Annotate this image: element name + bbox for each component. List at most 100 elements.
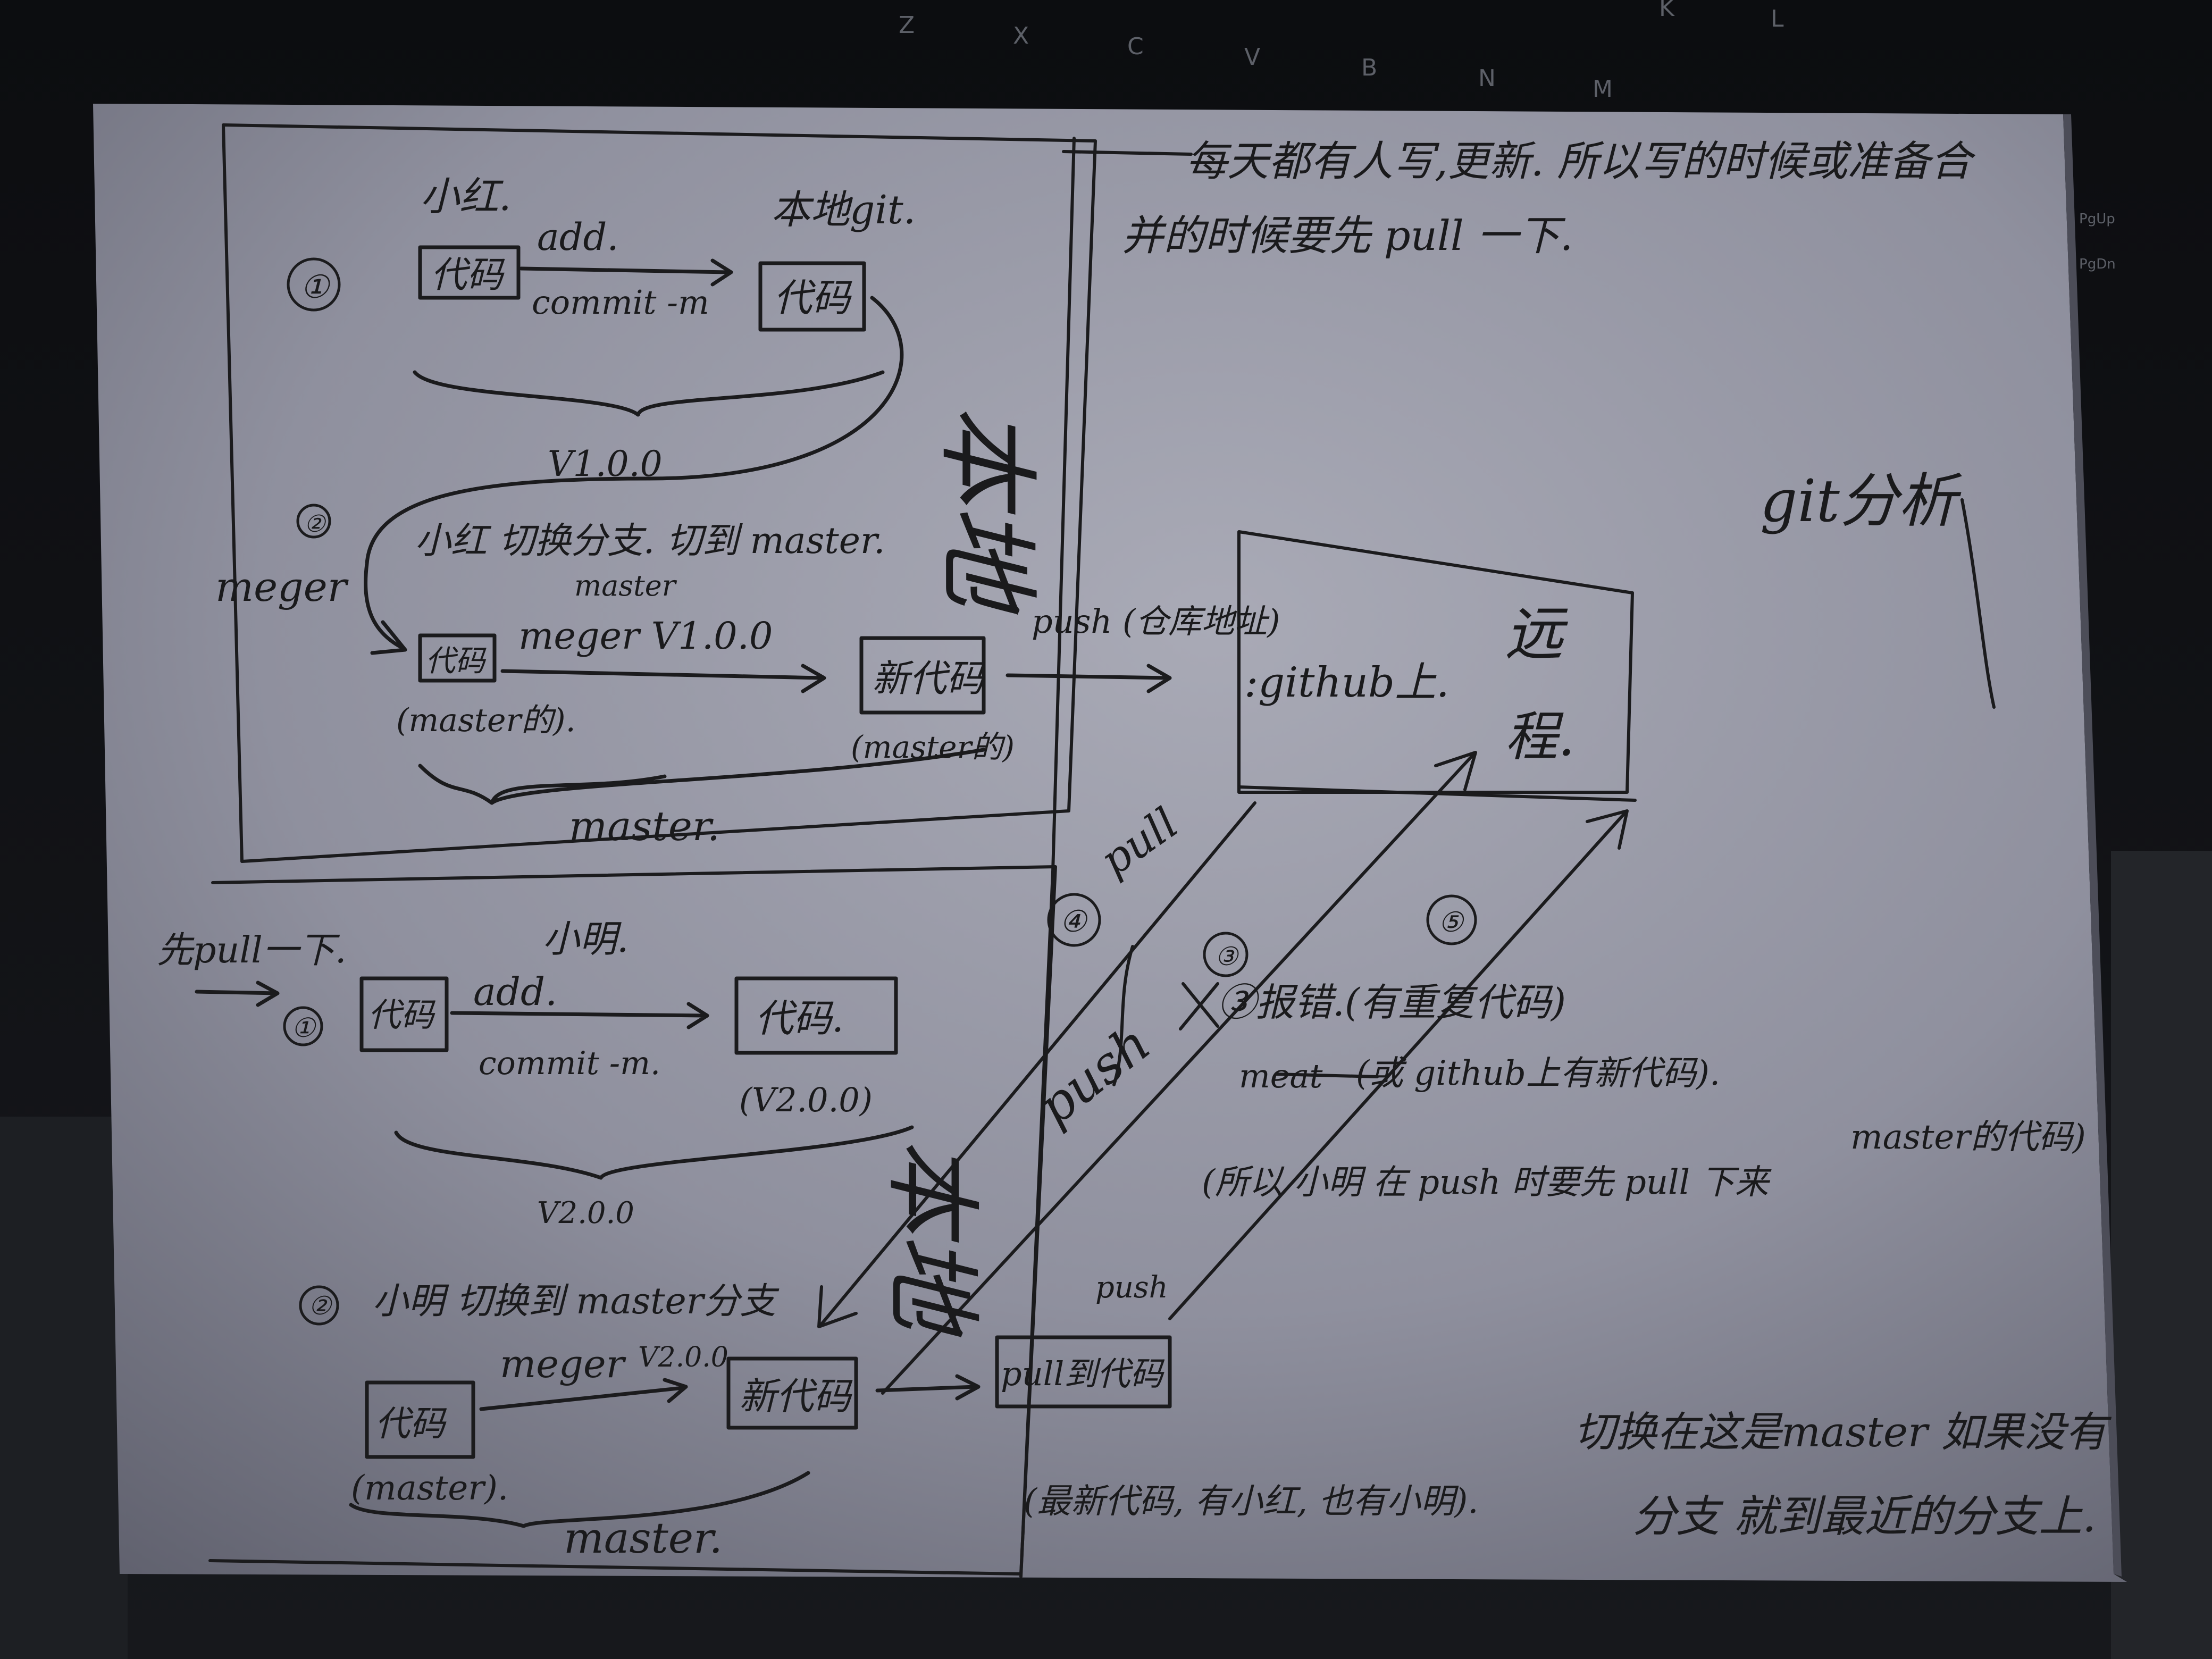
remote-label-1: 远 <box>1505 600 1568 668</box>
divider-line-upper <box>1051 137 1076 874</box>
xm-step1: ① <box>291 1012 316 1043</box>
xh-step1: ① <box>300 269 331 306</box>
key-label: Z <box>899 12 915 39</box>
error-x-mark <box>1179 982 1219 1030</box>
circle-5 <box>1426 894 1477 945</box>
key-label: M <box>1593 76 1613 103</box>
xm-master-sub: (master). <box>351 1469 508 1508</box>
xh-meger-side: meger <box>215 563 349 610</box>
xiaoming-section: 先pull一下. 小明. ① 代码 add. commit -m. 代码. (V… <box>157 917 1479 1563</box>
circle-3 <box>1203 932 1249 977</box>
error-line3-start: (所以 小明 在 push 时要先 pull 下来 <box>1202 1163 1772 1202</box>
key-label: K <box>1659 0 1675 22</box>
xm-code-box-text: 代码 <box>368 995 436 1034</box>
xh-meger-label: meger V1.0.0 <box>518 614 773 658</box>
error-line1: ③报错.(有重复代码) <box>1218 980 1566 1025</box>
xiaohong-section: 小红. 本地git. ① 代码 add. commit -m 代码 V1.0.0… <box>215 174 1280 850</box>
circle-4-label: ④ <box>1060 904 1088 939</box>
xh-code-box-text: 代码 <box>431 254 505 296</box>
bottom-note-line2: 分支 就到最近的分支上. <box>1632 1492 2096 1542</box>
key-label: C <box>1127 33 1144 60</box>
xh-push-arrow <box>1006 664 1172 693</box>
xh-master-box <box>418 633 497 683</box>
desk-strip-left <box>0 1117 128 1659</box>
xh-switch-note: 小红 切换分支. 切到 master. <box>415 520 885 562</box>
xm-step1-circle <box>283 1006 323 1046</box>
key-label: N <box>1478 65 1496 92</box>
note-top-line2: 并的时候要先 pull 一下. <box>1122 212 1573 260</box>
xm-master-brace-label: master. <box>564 1513 723 1563</box>
error-strike-line <box>1275 1073 1379 1078</box>
xm-add-arrow <box>450 1002 709 1029</box>
push-small-label: push <box>1095 1270 1168 1305</box>
xh-step2: ② <box>304 510 326 538</box>
note-top-underline <box>1062 150 1193 156</box>
circle-3-label: ③ <box>1215 942 1239 971</box>
xh-new-code-text: 新代码 <box>872 657 986 700</box>
xm-step2: ② <box>308 1291 333 1321</box>
xh-meger-arrow <box>500 664 826 693</box>
xh-local-code-text: 代码 <box>774 275 852 320</box>
xm-master-brace <box>349 1471 810 1528</box>
xm-master-box <box>365 1380 475 1459</box>
xh-master-brace <box>418 748 986 805</box>
xm-pull-box-text: pull到代码 <box>1001 1354 1165 1393</box>
pull-tick <box>1112 945 1134 1086</box>
xm-pull-sub: (最新代码, 有小红, 也有小明). <box>1024 1482 1479 1521</box>
xm-meger-version: V2.0.0 <box>638 1342 728 1373</box>
xh-new-code-sub: (master的) <box>851 729 1015 765</box>
xh-step1-circle <box>287 257 341 312</box>
desk-strip-right <box>2111 851 2212 1659</box>
xm-switch-note: 小明 切换到 master分支 <box>372 1280 780 1322</box>
xh-step2-circle <box>296 504 331 539</box>
note-top: 每天都有人写,更新. 所以写的时候或准备合 并的时候要先 pull 一下. <box>1122 138 1976 260</box>
xm-version-brace <box>394 1125 914 1180</box>
frame-local-top <box>222 123 1097 863</box>
xh-code-box <box>418 245 521 300</box>
remote-box-line1: :github上. <box>1244 659 1449 707</box>
xm-master-box-text: 代码 <box>375 1403 447 1444</box>
xh-name: 小红. <box>420 174 512 220</box>
local-label-top-1: 本地 <box>928 404 1045 615</box>
pull-line-4 <box>817 801 1256 1328</box>
key-label: B <box>1361 54 1377 81</box>
key-label: V <box>1244 44 1260 71</box>
push-line-5 <box>1168 809 1629 1320</box>
xh-master-box-text: 代码 <box>425 644 487 678</box>
xm-commit: commit -m. <box>479 1045 660 1082</box>
side-title: git分析 <box>1760 467 1963 535</box>
key-label: L <box>1771 5 1784 32</box>
xh-merge-curve <box>364 296 904 655</box>
xm-new-code-box <box>726 1356 858 1430</box>
xm-pull-box <box>995 1335 1172 1409</box>
circle-4 <box>1047 893 1101 947</box>
xh-version-brace <box>413 370 885 417</box>
xh-switch-sub: master <box>574 569 677 602</box>
bottom-note-line1: 切换在这是master 如果没有 <box>1574 1409 2112 1456</box>
error-line2: (或 github上有新代码). <box>1356 1054 1720 1093</box>
local-label-bottom: 本地 <box>876 1138 987 1338</box>
note-top-line1: 每天都有人写,更新. 所以写的时候或准备合 <box>1186 138 1976 186</box>
error-notes: ③报错.(有重复代码) (或 github上有新代码). meat (所以 小明… <box>1202 980 2086 1202</box>
frame-remote <box>1237 530 1634 794</box>
error-line3: master的代码) <box>1850 1118 2086 1157</box>
xh-push-label: push (仓库地址) <box>1032 602 1280 641</box>
xm-step2-circle <box>299 1285 339 1326</box>
xh-local-git: 本地git. <box>771 187 916 233</box>
xm-add: add. <box>473 969 557 1014</box>
remote-label-2: 程. <box>1505 706 1575 768</box>
xh-version: V1.0.0 <box>548 443 663 484</box>
frame-local-bottom <box>208 865 1057 1576</box>
side-title-stroke <box>1960 498 1996 709</box>
xm-local-version: (V2.0.0) <box>739 1080 873 1119</box>
xm-meger-arrow <box>479 1378 688 1411</box>
xm-new-to-pull-arrow <box>875 1374 981 1401</box>
paper-sheet <box>93 104 2127 1582</box>
bottom-note: 切换在这是master 如果没有 分支 就到最近的分支上. <box>1574 1409 2112 1542</box>
xm-pre-pull: 先pull一下. <box>157 929 346 971</box>
xm-meger-label: meger <box>500 1342 626 1386</box>
xm-code-box <box>359 976 449 1052</box>
push-line-3 <box>881 751 1477 1395</box>
